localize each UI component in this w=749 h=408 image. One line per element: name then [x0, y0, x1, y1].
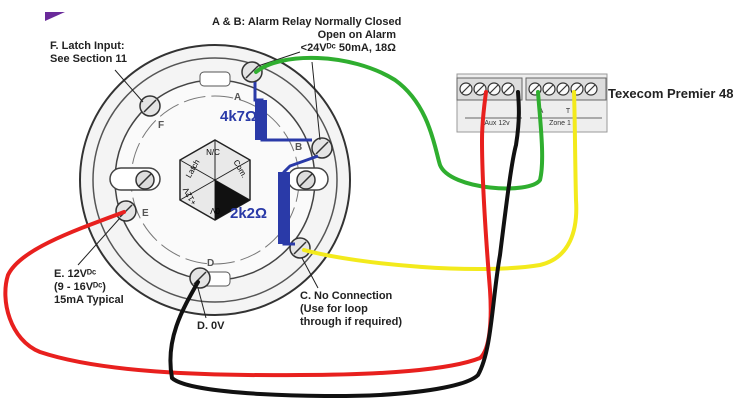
- relay-label-line1: A & B: Alarm Relay Normally Closed: [212, 16, 402, 28]
- zone-1-label: Zone 1: [549, 120, 571, 127]
- terminal-a-screw-icon: [241, 61, 263, 83]
- supply-label-line2: (9 - 16Vᴰᶜ): [54, 281, 106, 293]
- relay-label-line2: Open on Alarm: [317, 29, 396, 41]
- terminal-e-mark: E: [142, 208, 149, 219]
- wire-black: [168, 90, 521, 399]
- supply-label-line3: 15mA Typical: [54, 294, 124, 306]
- latch-label-line1: F. Latch Input:: [50, 40, 125, 52]
- base-logo-icon: [215, 180, 250, 220]
- panel-screw-slot: [544, 84, 554, 94]
- screw-centre-left-icon: [135, 170, 155, 190]
- panel-screw-slot: [586, 84, 596, 94]
- resistor-2k2-body: [278, 172, 290, 244]
- wires: [3, 55, 579, 399]
- panel-screw-slot: [461, 84, 471, 94]
- terminal-e-screw-icon: [115, 200, 137, 222]
- latch-input-label: F. Latch Input: See Section 11: [50, 40, 127, 66]
- base-mark-0v: 0V: [209, 206, 219, 215]
- noconn-label-line3: through if required): [300, 316, 403, 328]
- base-mark-nc: N/C: [206, 148, 220, 157]
- resistor-4k7: [253, 82, 312, 142]
- terminal-f-screw-icon: [139, 95, 161, 117]
- panel-screw-slot: [489, 84, 499, 94]
- wire-yellow: [302, 90, 579, 271]
- terminal-b-screw-icon: [311, 137, 333, 159]
- screw-centre-right-icon: [296, 170, 316, 190]
- relay-label: A & B: Alarm Relay Normally Closed Open …: [212, 16, 402, 55]
- terminal-d-mark: D: [207, 258, 214, 269]
- leader-c: [301, 257, 319, 289]
- supply-label-line1: E. 12Vᴰᶜ: [54, 268, 97, 280]
- latch-label-line2: See Section 11: [50, 53, 128, 65]
- terminal-f-mark: F: [158, 120, 164, 131]
- terminal-c-screw-icon: [289, 237, 311, 259]
- resistor-4k7-body: [255, 100, 267, 140]
- leader-e: [77, 217, 121, 266]
- terminal-b-mark: B: [295, 142, 302, 153]
- noconn-label-line2: (Use for loop: [300, 303, 368, 315]
- wire-green: [254, 55, 545, 191]
- leader-a: [257, 51, 301, 67]
- panel-name-label: Texecom Premier 48: [608, 86, 734, 101]
- relay-label-line3: <24Vᴰᶜ 50mA, 18Ω: [300, 42, 396, 54]
- resistor-2k2-label: 2k2Ω: [230, 205, 268, 222]
- base-slot-top: [199, 71, 231, 87]
- resistor-2k2: [278, 154, 319, 246]
- aux-12v-label: Aux 12v: [484, 120, 510, 127]
- resistor-4k7-label: 4k7Ω: [220, 108, 258, 125]
- leader-b: [311, 61, 321, 141]
- terminal-d-screw-icon: [189, 267, 211, 289]
- panel-screw-slot: [530, 84, 540, 94]
- noconn-label-line1: C. No Connection: [300, 290, 393, 302]
- panel-terminal-screws: [459, 82, 598, 96]
- panel-screw-slot: [503, 84, 513, 94]
- leader-lines: [77, 51, 321, 319]
- terminal-a-mark: A: [234, 92, 241, 103]
- panel-screw-slot: [558, 84, 568, 94]
- zero-volt-label: D. 0V: [197, 320, 225, 332]
- corner-marker-icon: [45, 12, 65, 21]
- panel-terminal-strip: Aux 12v Zone 1 A T: [456, 73, 608, 133]
- base-rim: [92, 57, 338, 303]
- panel-screw-slot: [475, 84, 485, 94]
- supply-label: E. 12Vᴰᶜ (9 - 16Vᴰᶜ) 15mA Typical: [54, 268, 124, 307]
- leader-d: [197, 287, 207, 319]
- wire-red: [3, 90, 493, 378]
- zone-t-label: T: [566, 108, 571, 115]
- leader-f: [114, 69, 144, 103]
- no-connection-label: C. No Connection (Use for loop through i…: [300, 290, 402, 329]
